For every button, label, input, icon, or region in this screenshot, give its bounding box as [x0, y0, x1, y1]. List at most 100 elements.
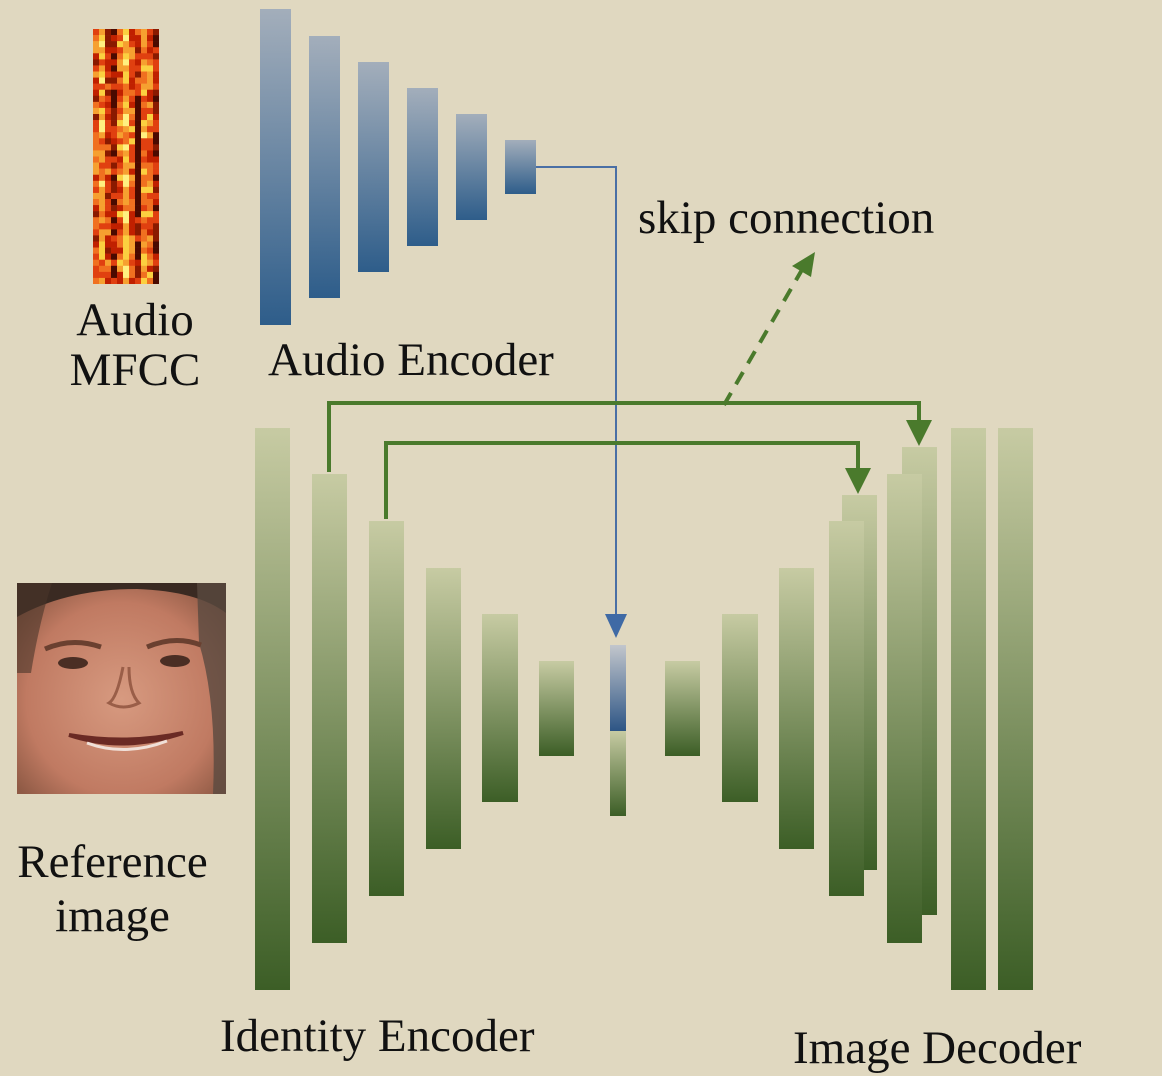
mfcc-cell [105, 150, 112, 157]
mfcc-cell [123, 47, 130, 54]
mfcc-spectrogram-icon [93, 29, 159, 284]
mfcc-cell [99, 265, 106, 273]
mfcc-cell [105, 71, 112, 78]
mfcc-cell [141, 253, 148, 261]
mfcc-cell [135, 150, 142, 157]
mfcc-cell [147, 65, 154, 72]
mfcc-cell [147, 235, 154, 242]
mfcc-cell [111, 259, 118, 267]
mfcc-cell [123, 35, 130, 42]
mfcc-cell [153, 229, 159, 236]
image-decoder-layer-5 [887, 474, 922, 943]
mfcc-cell [111, 199, 118, 206]
mfcc-cell [105, 168, 112, 176]
mfcc-cell [135, 192, 142, 200]
mfcc-cell [135, 180, 142, 188]
mfcc-cell [147, 150, 154, 157]
mfcc-cell [117, 192, 124, 200]
mfcc-cell [117, 138, 124, 145]
mfcc-cell [93, 35, 100, 42]
mfcc-cell [153, 192, 159, 200]
mfcc-cell [153, 53, 159, 60]
mfcc-cell [117, 71, 124, 78]
mfcc-cell [99, 247, 106, 254]
mfcc-cell [105, 180, 112, 188]
mfcc-cell [153, 126, 159, 133]
mfcc-cell [117, 265, 124, 273]
mfcc-cell [93, 186, 100, 194]
mfcc-cell [129, 41, 136, 48]
mfcc-cell [99, 47, 106, 54]
mfcc-cell [129, 83, 136, 91]
mfcc-cell [135, 89, 142, 97]
mfcc-cell [129, 247, 136, 254]
mfcc-cell [129, 192, 136, 200]
mfcc-cell [153, 265, 159, 273]
mfcc-cell [93, 211, 100, 218]
mfcc-cell [129, 277, 136, 284]
mfcc-cell [129, 271, 136, 279]
mfcc-cell [93, 174, 100, 182]
mfcc-cell [153, 120, 159, 127]
mfcc-cell [111, 132, 118, 139]
mfcc-cell [135, 144, 142, 151]
mfcc-cell [153, 95, 159, 103]
mfcc-cell [111, 83, 118, 91]
mfcc-cell [123, 217, 130, 224]
mfcc-cell [99, 277, 106, 284]
mfcc-cell [153, 83, 159, 91]
mfcc-cell [147, 265, 154, 273]
mfcc-cell [123, 259, 130, 267]
mfcc-cell [105, 223, 112, 230]
mfcc-cell [105, 199, 112, 206]
mfcc-cell [93, 144, 100, 151]
mfcc-cell [123, 277, 130, 284]
mfcc-cell [153, 174, 159, 182]
mfcc-cell [141, 95, 148, 103]
mfcc-cell [117, 126, 124, 133]
mfcc-cell [135, 217, 142, 224]
mfcc-cell [123, 71, 130, 78]
mfcc-cell [129, 95, 136, 103]
mfcc-cell [147, 53, 154, 60]
mfcc-cell [129, 217, 136, 224]
mfcc-cell [99, 41, 106, 48]
mfcc-cell [99, 89, 106, 97]
mfcc-cell [147, 217, 154, 224]
mfcc-cell [141, 235, 148, 242]
mfcc-cell [105, 277, 112, 284]
audio-encoder-layer-2 [309, 36, 340, 298]
mfcc-cell [123, 150, 130, 157]
mfcc-cell [105, 192, 112, 200]
mfcc-cell [93, 271, 100, 279]
mfcc-cell [141, 223, 148, 230]
mfcc-cell [111, 35, 118, 42]
mfcc-cell [117, 132, 124, 139]
mfcc-cell [135, 162, 142, 169]
mfcc-cell [135, 199, 142, 206]
mfcc-cell [99, 205, 106, 212]
mfcc-cell [99, 199, 106, 206]
mfcc-cell [135, 235, 142, 242]
mfcc-cell [99, 53, 106, 60]
audio-arrowhead [605, 614, 627, 638]
mfcc-cell [105, 138, 112, 145]
mfcc-cell [141, 41, 148, 48]
mfcc-cell [147, 271, 154, 279]
mfcc-cell [99, 271, 106, 279]
mfcc-cell [147, 114, 154, 121]
mfcc-cell [123, 126, 130, 133]
mfcc-cell [105, 235, 112, 242]
mfcc-cell [129, 235, 136, 242]
mfcc-cell [111, 89, 118, 97]
skip-connection-label: skip connection [638, 192, 935, 244]
mfcc-cell [93, 120, 100, 127]
mfcc-cell [111, 265, 118, 273]
mfcc-cell [135, 247, 142, 254]
identity-encoder-layer-3 [369, 521, 404, 896]
mfcc-cell [105, 35, 112, 42]
mfcc-cell [141, 259, 148, 267]
identity-encoder-layer-2 [312, 474, 347, 943]
identity-encoder-layer-5 [482, 614, 518, 802]
